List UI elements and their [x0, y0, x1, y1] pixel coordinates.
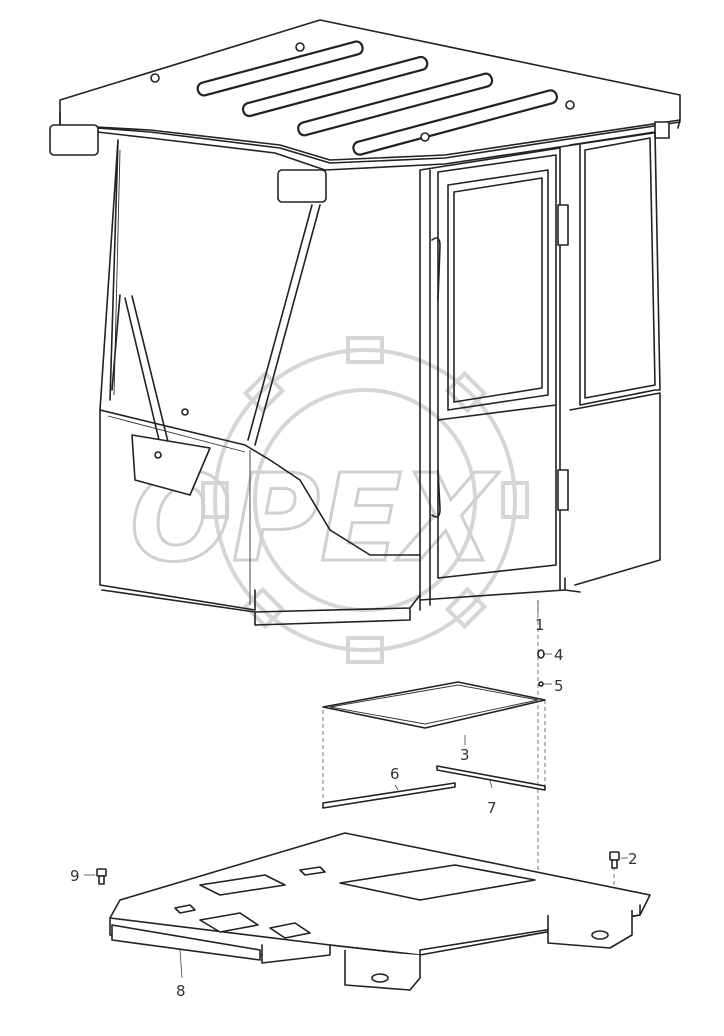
- door-hinge-upper: [557, 204, 569, 246]
- mount-bracket-rear: [547, 910, 633, 949]
- callout-6: 6: [390, 765, 400, 783]
- callout-9: 9: [70, 867, 80, 885]
- callout-3: 3: [460, 746, 470, 764]
- door-handle-lower: [431, 469, 441, 518]
- callout-1: 1: [535, 616, 545, 634]
- front-light-right: [277, 169, 327, 203]
- watermark-gear-teeth: [201, 336, 529, 664]
- watermark: OPEX: [129, 336, 529, 664]
- callout-4: 4: [554, 646, 564, 664]
- bolt-9: [96, 868, 107, 885]
- callout-2: 2: [628, 850, 638, 868]
- fasteners-4-5: [537, 649, 545, 687]
- callout-7: 7: [487, 799, 497, 817]
- floor-mat: [322, 681, 546, 729]
- front-light-left: [49, 124, 99, 156]
- mount-bracket-front: [344, 950, 421, 991]
- door: [431, 154, 569, 579]
- cab-lower-body: [99, 409, 421, 556]
- watermark-gear: [213, 348, 517, 652]
- cab-left-frame: [99, 139, 256, 611]
- roof-vents: [196, 40, 558, 156]
- cab-roof: [59, 19, 681, 161]
- bolt-2: [609, 851, 620, 869]
- wiper: [111, 294, 211, 496]
- roof-bolts: [150, 42, 575, 142]
- washer-4: [537, 649, 545, 659]
- callout-8: 8: [176, 982, 186, 1000]
- assembly-guides: [322, 600, 615, 900]
- strip-7: [436, 765, 546, 791]
- cab-assembly: [49, 19, 681, 626]
- strip-6: [322, 782, 456, 809]
- leader-lines: [84, 600, 628, 979]
- cab-right-frame: [419, 147, 561, 611]
- rear-light: [654, 121, 670, 139]
- floor-plate: [109, 832, 651, 991]
- callout-5: 5: [554, 677, 564, 695]
- callouts: 1 2 3 4 5 6 7 8 9: [70, 616, 638, 1000]
- door-hinge-lower: [557, 469, 569, 511]
- nut-5: [538, 681, 544, 687]
- door-handle-upper: [431, 237, 441, 301]
- cab-rear-panel: [569, 131, 661, 406]
